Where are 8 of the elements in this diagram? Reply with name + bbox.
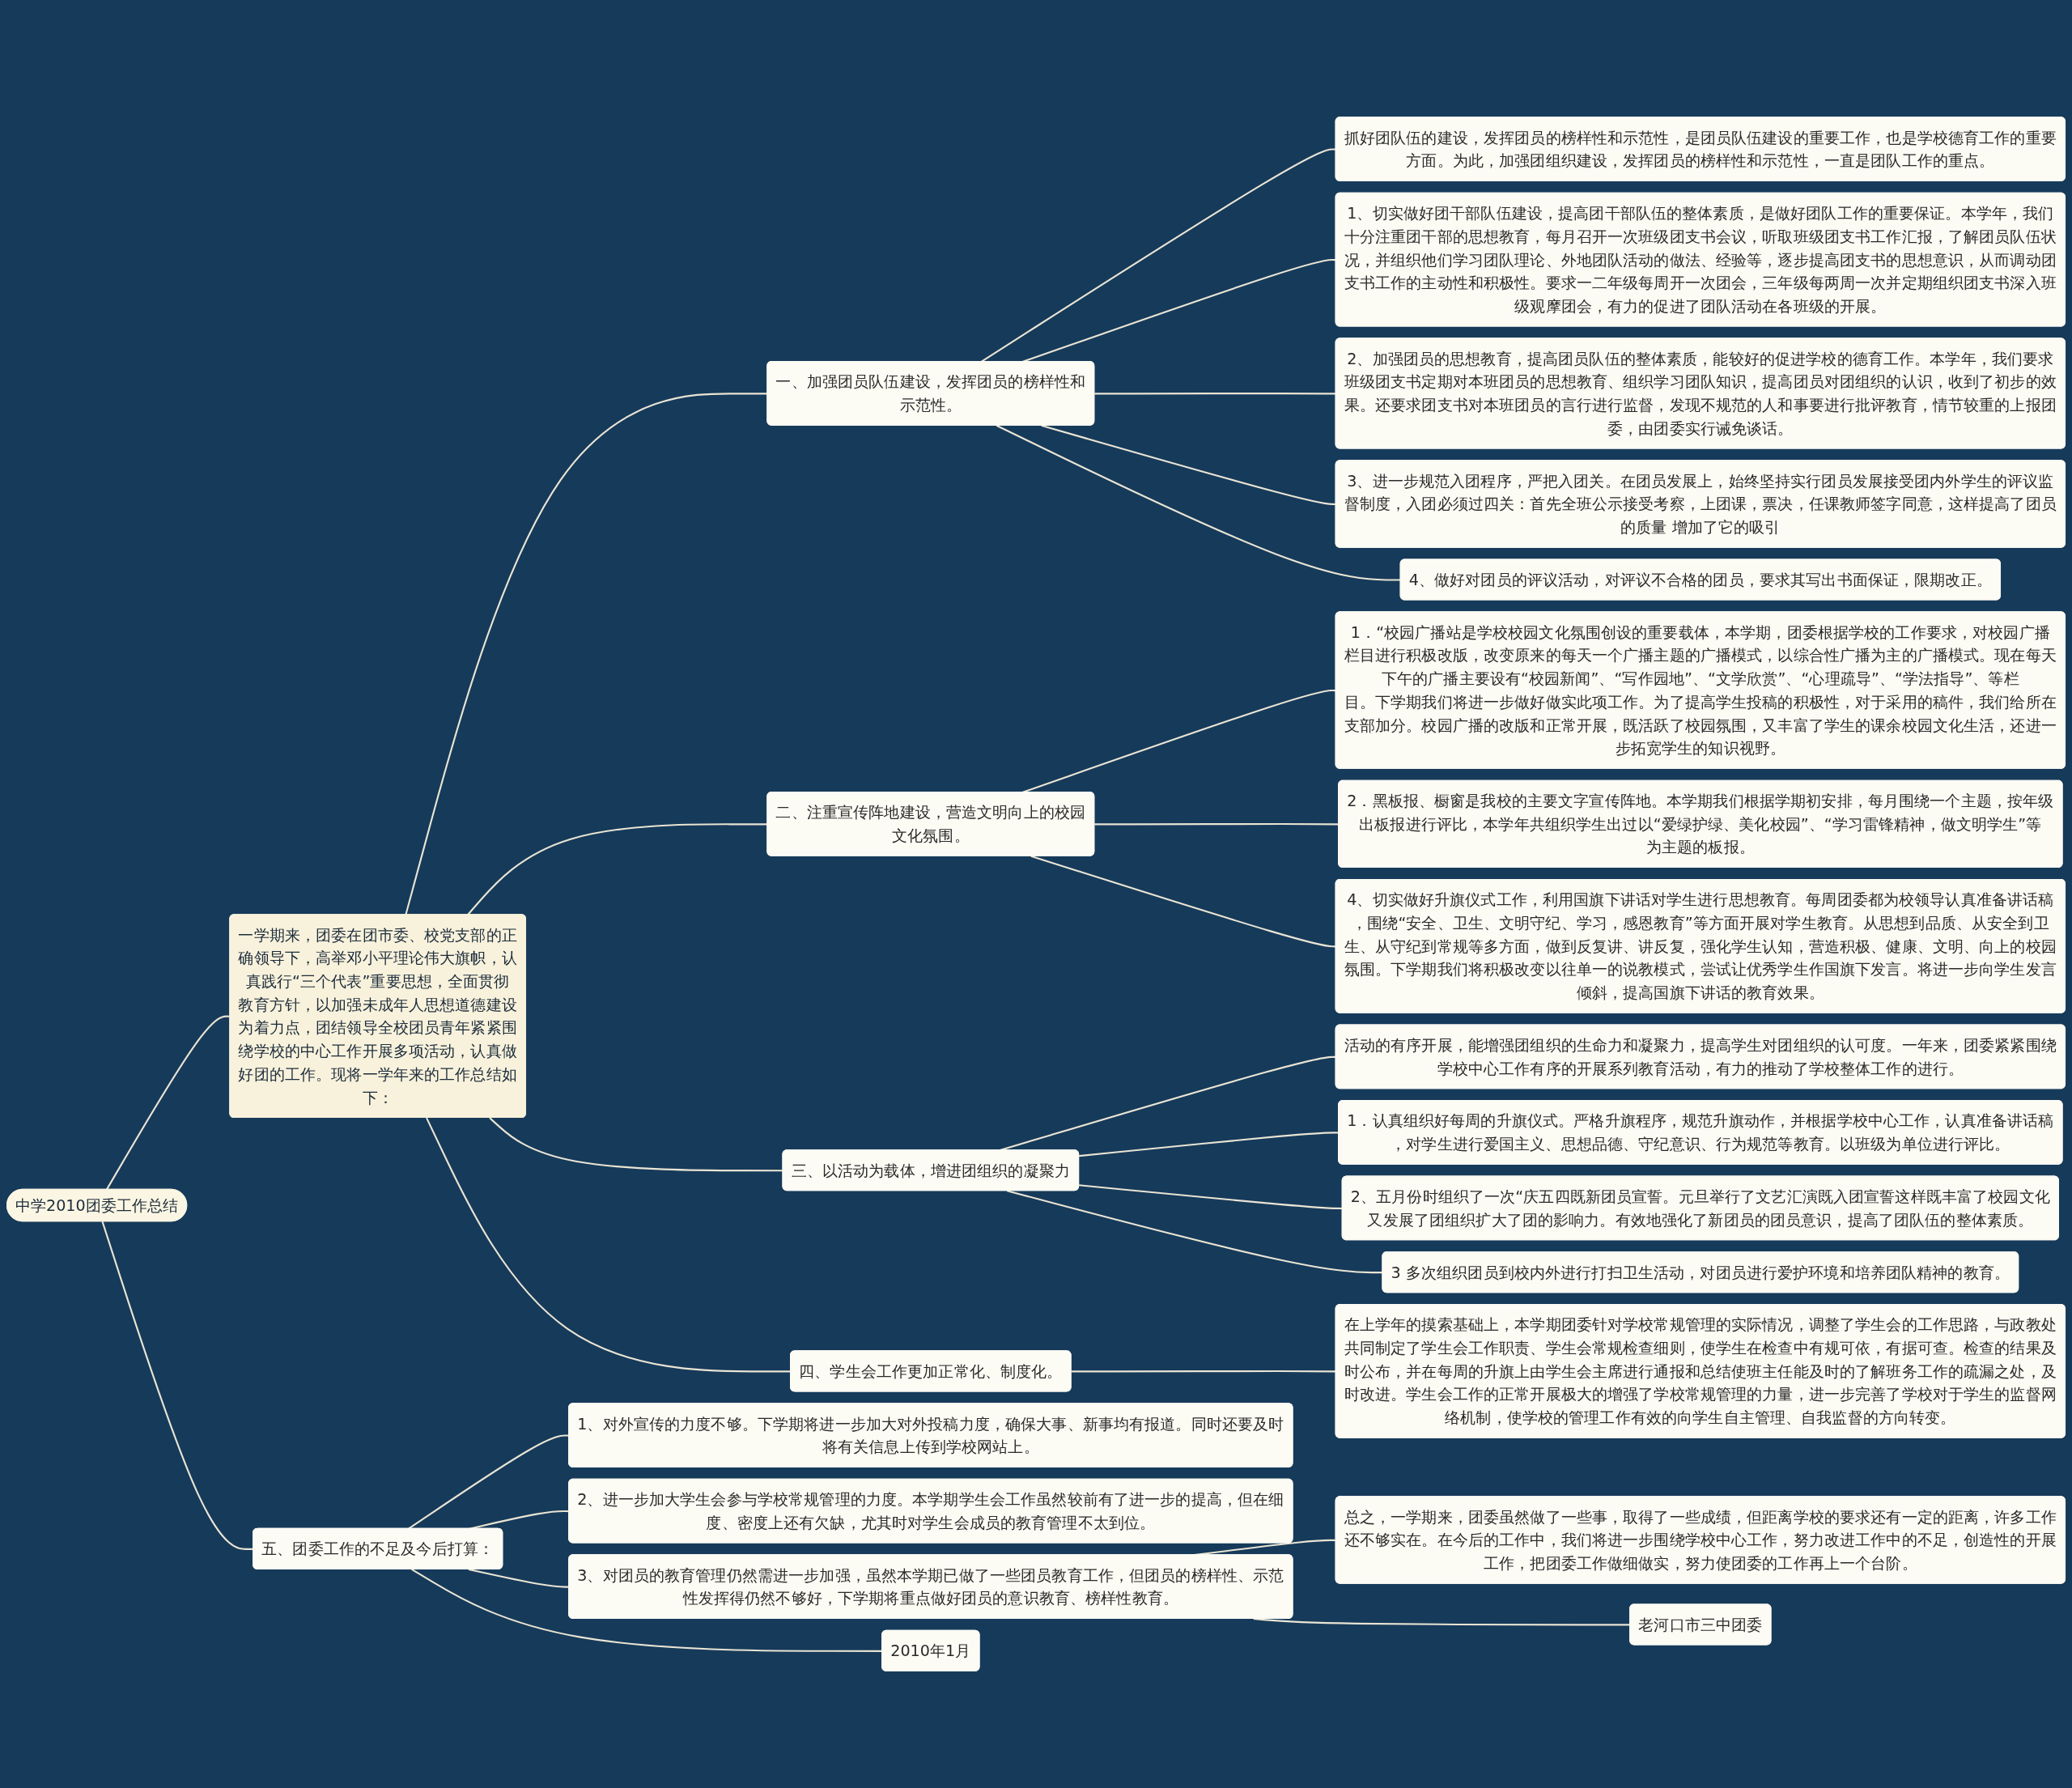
- connector: [1030, 855, 1336, 948]
- connector: [1041, 424, 1336, 506]
- connector: [1079, 1184, 1343, 1210]
- connector: [980, 148, 1336, 363]
- connector: [489, 1117, 783, 1172]
- connector: [1071, 1370, 1336, 1373]
- connector: [996, 424, 1401, 581]
- connector: [1094, 393, 1336, 395]
